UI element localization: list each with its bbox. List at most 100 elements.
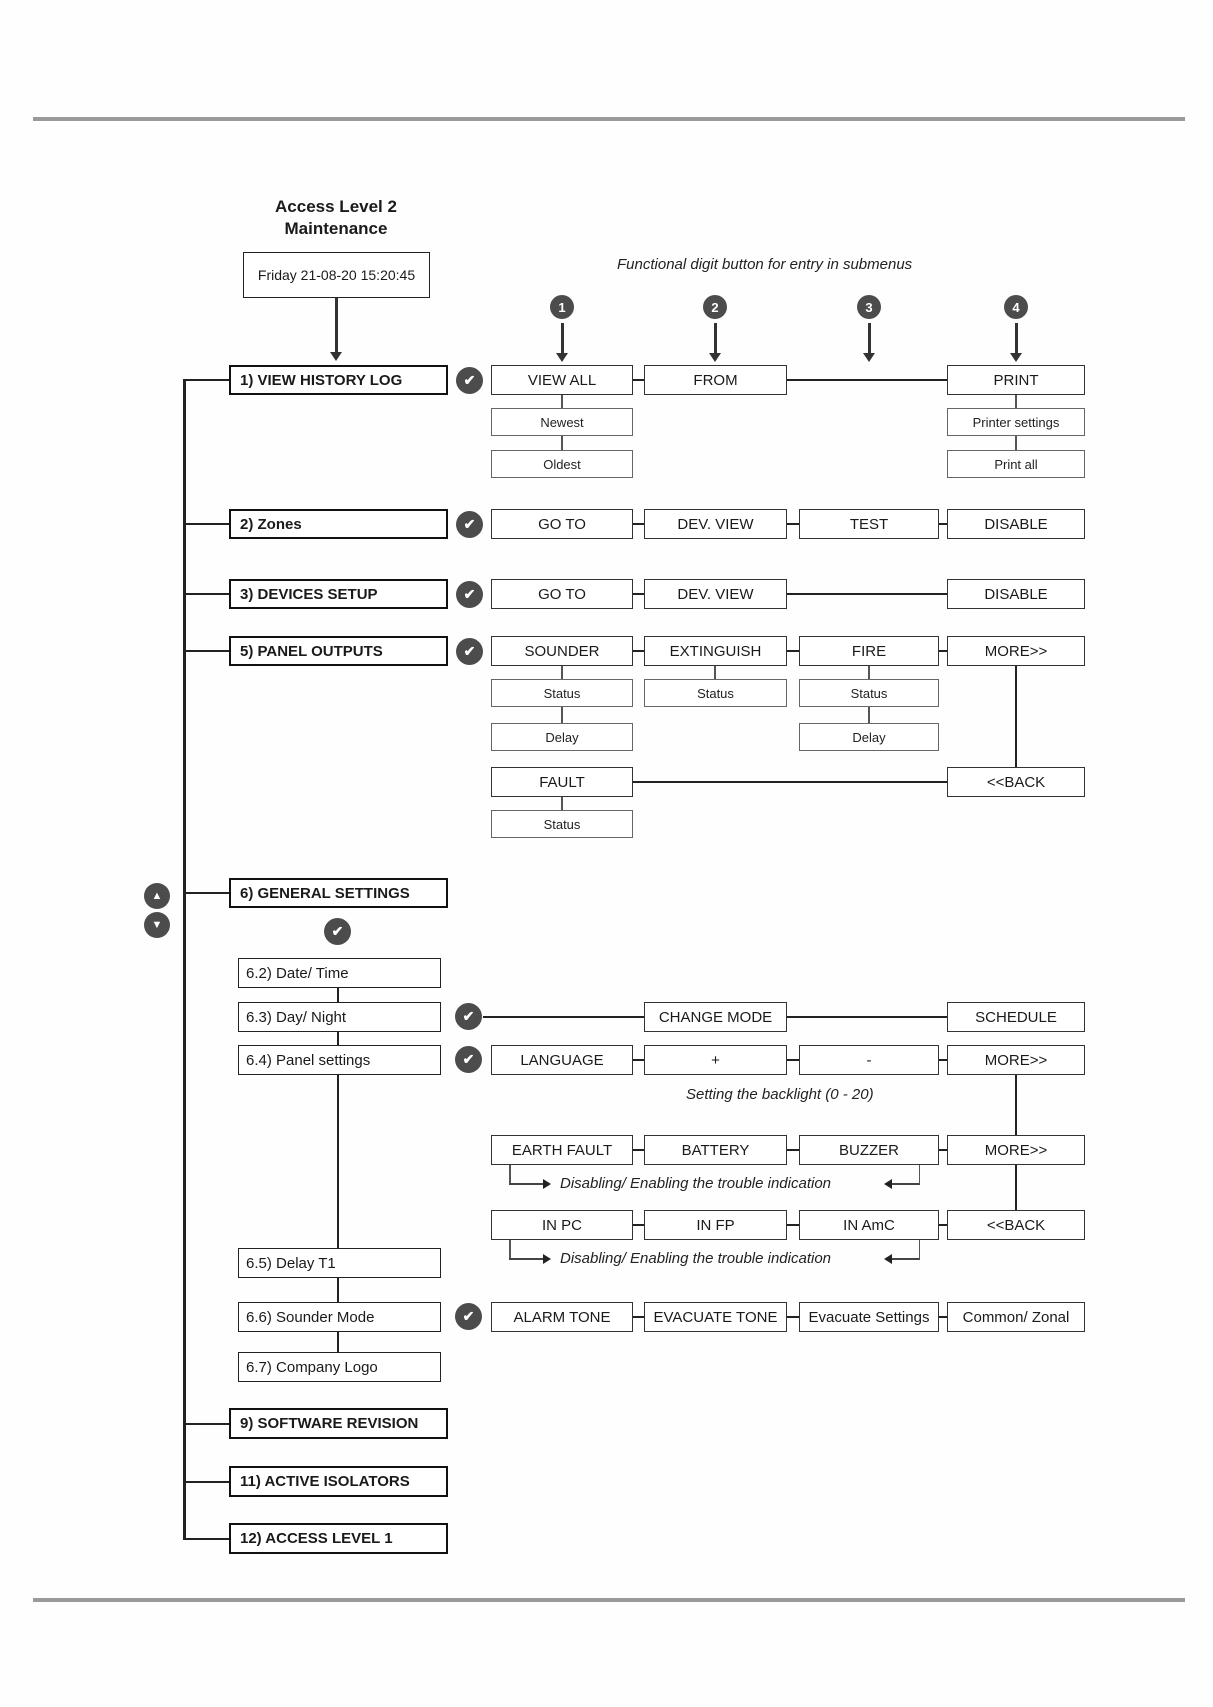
node-extinguish: EXTINGUISH — [644, 636, 787, 666]
node-status-fault: Status — [491, 810, 633, 838]
enter-check-icon: ✔ — [456, 581, 483, 608]
node-devview-devices: DEV. VIEW — [644, 579, 787, 609]
menu-item-panel-outputs: 5) PANEL OUTPUTS — [229, 636, 448, 666]
connector — [939, 523, 947, 525]
arrow-shaft — [561, 323, 564, 353]
menu-item-view-history-log: 1) VIEW HISTORY LOG — [229, 365, 448, 395]
submenu-date-time: 6.2) Date/ Time — [238, 958, 441, 988]
arrow-shaft — [335, 298, 338, 352]
connector — [337, 1075, 339, 1248]
digit-1-icon: 1 — [550, 295, 574, 319]
node-plus: + — [644, 1045, 787, 1075]
node-disable-devices: DISABLE — [947, 579, 1085, 609]
submenu-day-night: 6.3) Day/ Night — [238, 1002, 441, 1032]
arrow-down-icon — [1010, 353, 1022, 362]
node-in-pc: IN PC — [491, 1210, 633, 1240]
node-alarm-tone: ALARM TONE — [491, 1302, 633, 1332]
arrow-shaft — [868, 323, 871, 353]
connector — [939, 1224, 947, 1226]
connector — [633, 1224, 644, 1226]
node-sounder: SOUNDER — [491, 636, 633, 666]
connector — [939, 650, 947, 652]
connector — [1015, 666, 1017, 767]
node-in-fp: IN FP — [644, 1210, 787, 1240]
enter-check-icon: ✔ — [456, 638, 483, 665]
functional-digit-note: Functional digit button for entry in sub… — [617, 256, 913, 273]
up-arrow-icon: ▲ — [144, 883, 170, 909]
connector — [787, 379, 947, 381]
connector — [787, 1224, 799, 1226]
connector — [337, 1278, 339, 1302]
node-status-fire: Status — [799, 679, 939, 707]
connector — [787, 523, 799, 525]
digit-3-icon: 3 — [857, 295, 881, 319]
top-rule — [33, 117, 1185, 121]
arrow-left-icon — [884, 1179, 892, 1189]
submenu-sounder-mode: 6.6) Sounder Mode — [238, 1302, 441, 1332]
node-newest: Newest — [491, 408, 633, 436]
node-oldest: Oldest — [491, 450, 633, 478]
trouble-note-2: Disabling/ Enabling the trouble indicati… — [560, 1250, 832, 1267]
connector — [1015, 436, 1017, 450]
bottom-rule — [33, 1598, 1185, 1602]
hook-line — [892, 1183, 920, 1185]
connector — [633, 650, 644, 652]
node-delay-sounder: Delay — [491, 723, 633, 751]
arrow-down-icon — [863, 353, 875, 362]
hook-line — [509, 1183, 543, 1185]
node-more-trouble: MORE>> — [947, 1135, 1085, 1165]
arrow-right-icon — [543, 1254, 551, 1264]
connector — [633, 1059, 644, 1061]
menu-item-active-isolators: 11) ACTIVE ISOLATORS — [229, 1466, 448, 1497]
connector — [483, 1016, 644, 1018]
connector — [633, 523, 644, 525]
diagram-title-line2: Maintenance — [284, 219, 388, 238]
arrow-down-icon — [709, 353, 721, 362]
connector — [1015, 1165, 1017, 1210]
stub-line — [183, 892, 229, 894]
connector — [633, 781, 947, 783]
connector — [561, 797, 563, 810]
connector — [868, 707, 870, 723]
connector — [561, 666, 563, 679]
node-status-sounder: Status — [491, 679, 633, 707]
node-more-panel: MORE>> — [947, 1045, 1085, 1075]
node-print: PRINT — [947, 365, 1085, 395]
menu-item-access-level-1: 12) ACCESS LEVEL 1 — [229, 1523, 448, 1554]
stub-line — [183, 1538, 229, 1540]
enter-check-icon: ✔ — [455, 1003, 482, 1030]
node-printer-settings: Printer settings — [947, 408, 1085, 436]
stub-line — [183, 379, 229, 381]
enter-check-icon: ✔ — [455, 1303, 482, 1330]
connector — [337, 988, 339, 1002]
connector — [787, 1016, 947, 1018]
trunk-line — [183, 379, 186, 1539]
node-common-zonal: Common/ Zonal — [947, 1302, 1085, 1332]
menu-item-devices-setup: 3) DEVICES SETUP — [229, 579, 448, 609]
arrow-shaft — [714, 323, 717, 353]
node-disable-zones: DISABLE — [947, 509, 1085, 539]
node-minus: - — [799, 1045, 939, 1075]
hook-line — [509, 1240, 511, 1259]
enter-check-icon: ✔ — [324, 918, 351, 945]
connector — [337, 1032, 339, 1045]
stub-line — [183, 1481, 229, 1483]
node-print-all: Print all — [947, 450, 1085, 478]
node-status-extinguish: Status — [644, 679, 787, 707]
node-back-outputs: <<BACK — [947, 767, 1085, 797]
node-delay-fire: Delay — [799, 723, 939, 751]
arrow-left-icon — [884, 1254, 892, 1264]
node-goto-zones: GO TO — [491, 509, 633, 539]
menu-item-zones: 2) Zones — [229, 509, 448, 539]
connector — [633, 1149, 644, 1151]
connector — [561, 395, 563, 408]
stub-line — [183, 593, 229, 595]
connector — [633, 593, 644, 595]
connector — [337, 1332, 339, 1352]
connector — [561, 436, 563, 450]
node-fire: FIRE — [799, 636, 939, 666]
submenu-panel-settings: 6.4) Panel settings — [238, 1045, 441, 1075]
connector — [787, 1059, 799, 1061]
diagram-title-line1: Access Level 2 — [275, 197, 397, 216]
node-back-trouble: <<BACK — [947, 1210, 1085, 1240]
